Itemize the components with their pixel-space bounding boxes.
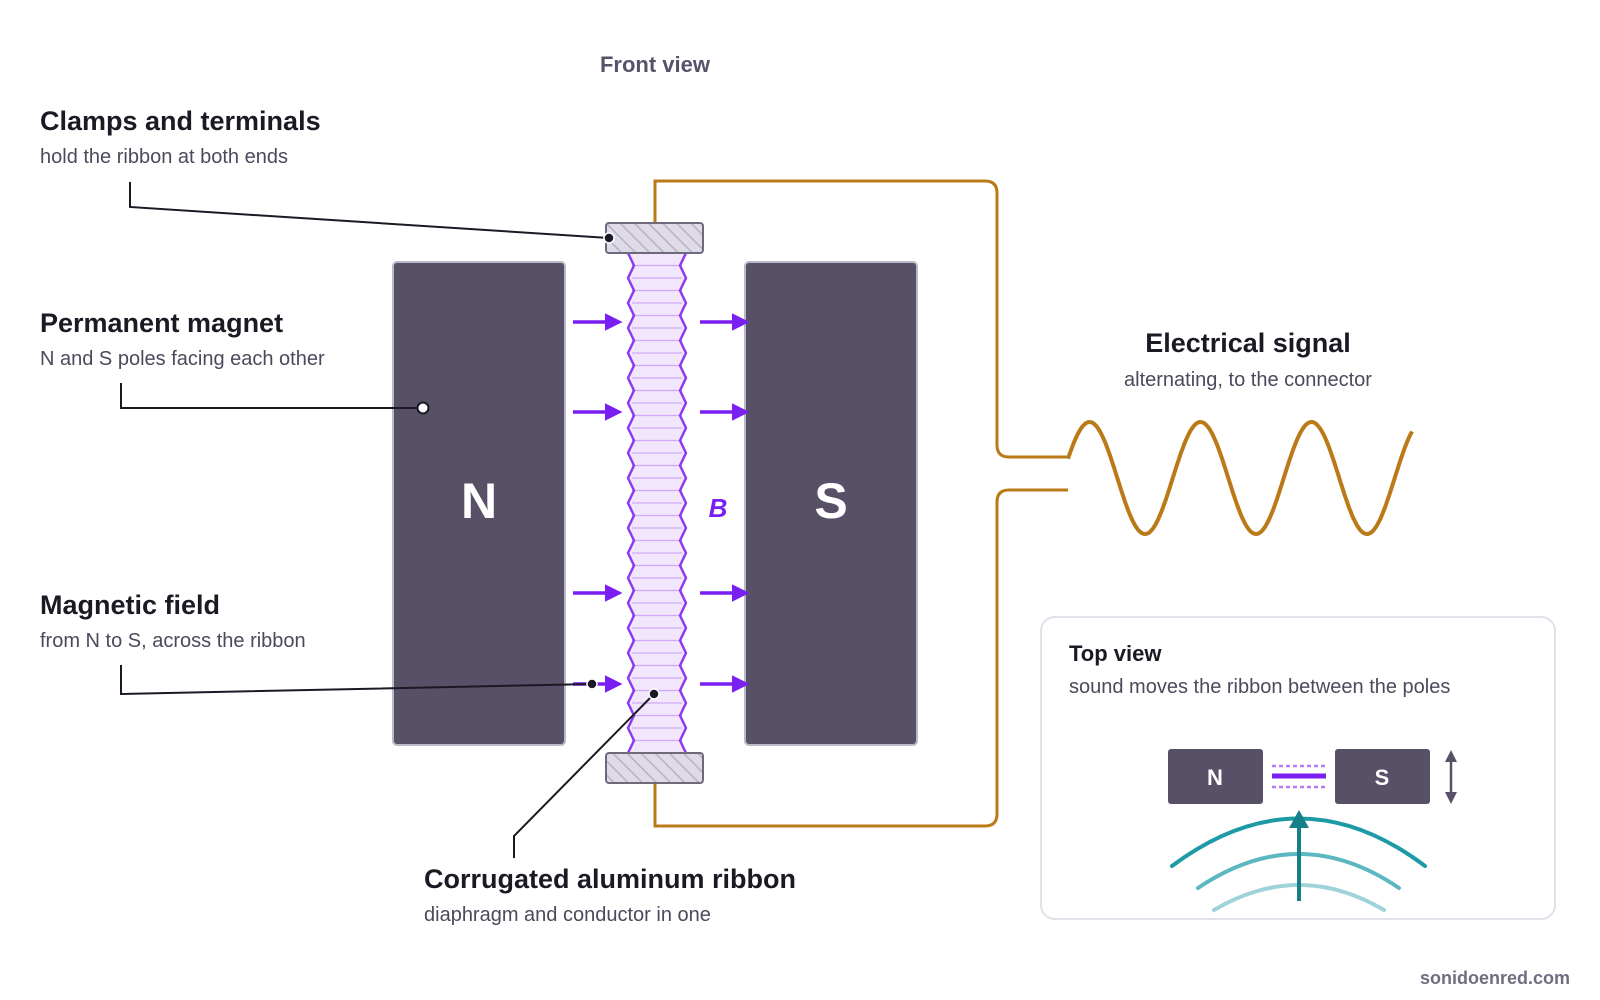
top-view-north-label: N	[1207, 765, 1223, 790]
field-leader-line	[120, 665, 593, 696]
ribbon-leader-dot	[648, 688, 660, 700]
top-view-north-magnet	[1168, 749, 1263, 804]
credit-text: sonidoenred.com	[1420, 968, 1570, 988]
magnet-subtitle: N and S poles facing each other	[40, 348, 325, 370]
top-view-subtitle: sound moves the ribbon between the poles	[1069, 676, 1450, 698]
signal-title: Electrical signal	[1145, 328, 1351, 358]
ribbon-edge-left	[626, 252, 636, 754]
south-pole-label: S	[814, 473, 847, 529]
motion-arrow-head-bottom	[1445, 792, 1457, 804]
north-magnet	[392, 261, 566, 746]
field-subtitle: from N to S, across the ribbon	[40, 630, 306, 652]
field-symbol: B	[709, 493, 728, 523]
signal-wire-bottom	[653, 488, 1068, 828]
clamps-subtitle: hold the ribbon at both ends	[40, 146, 288, 168]
front-view-label: Front view	[600, 52, 711, 77]
magnetic-field-arrows	[573, 313, 750, 693]
magnet-leader-line	[120, 383, 423, 409]
ribbon-leader-line	[513, 693, 655, 858]
north-pole-label: N	[461, 473, 497, 529]
magnet-leader-dot	[416, 401, 430, 415]
magnet-title: Permanent magnet	[40, 308, 283, 338]
clamps-leader-dot	[603, 232, 615, 244]
ribbon-title: Corrugated aluminum ribbon	[424, 864, 796, 894]
clamps-leader-line	[129, 182, 610, 239]
ribbon-subtitle: diaphragm and conductor in one	[424, 904, 711, 926]
top-view-inset: Top view sound moves the ribbon between …	[1040, 616, 1556, 920]
signal-wire-top	[653, 179, 1068, 459]
top-view-panel	[1040, 616, 1556, 920]
top-view-south-magnet	[1335, 749, 1430, 804]
ribbon-edge-right	[678, 252, 688, 754]
top-clamp	[605, 222, 704, 254]
clamps-title: Clamps and terminals	[40, 106, 321, 136]
sound-arrow-head	[1289, 810, 1309, 828]
signal-subtitle: alternating, to the connector	[1124, 369, 1372, 391]
corrugated-ribbon	[626, 252, 688, 754]
top-view-title: Top view	[1069, 641, 1162, 666]
bottom-clamp	[605, 752, 704, 784]
electrical-signal-wave	[1066, 419, 1414, 537]
south-magnet	[744, 261, 918, 746]
top-view-south-label: S	[1375, 765, 1390, 790]
field-title: Magnetic field	[40, 590, 220, 620]
field-leader-dot	[586, 678, 598, 690]
motion-arrow-head-top	[1445, 750, 1457, 762]
